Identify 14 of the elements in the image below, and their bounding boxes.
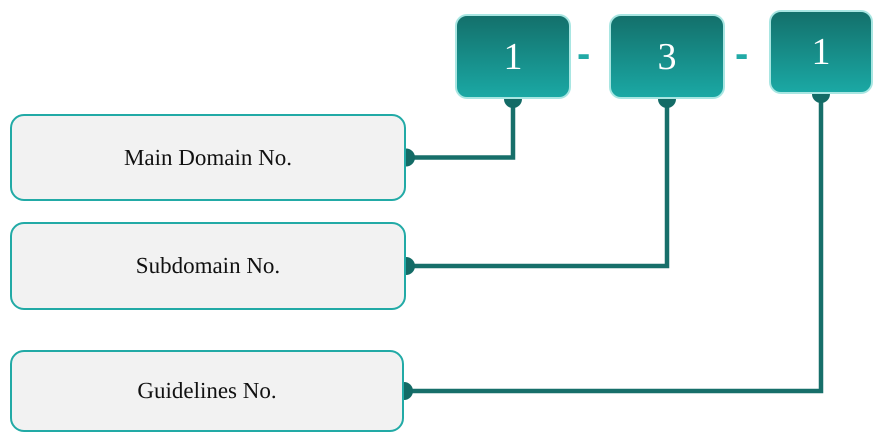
label-box [10, 114, 406, 201]
field-label: Main Domain No. [124, 144, 292, 170]
number-box [455, 14, 571, 99]
number-box [769, 10, 873, 94]
code-digit: 1 [812, 30, 830, 74]
field-label: Guidelines No. [137, 378, 277, 404]
number-box [609, 14, 725, 99]
code-digit: 3 [658, 34, 676, 78]
label-box [10, 222, 406, 310]
field-label: Subdomain No. [136, 253, 280, 279]
separator-dash: - [577, 34, 590, 74]
code-digit: 1 [504, 34, 522, 78]
label-box [10, 350, 404, 432]
separator-dash: - [735, 34, 748, 74]
